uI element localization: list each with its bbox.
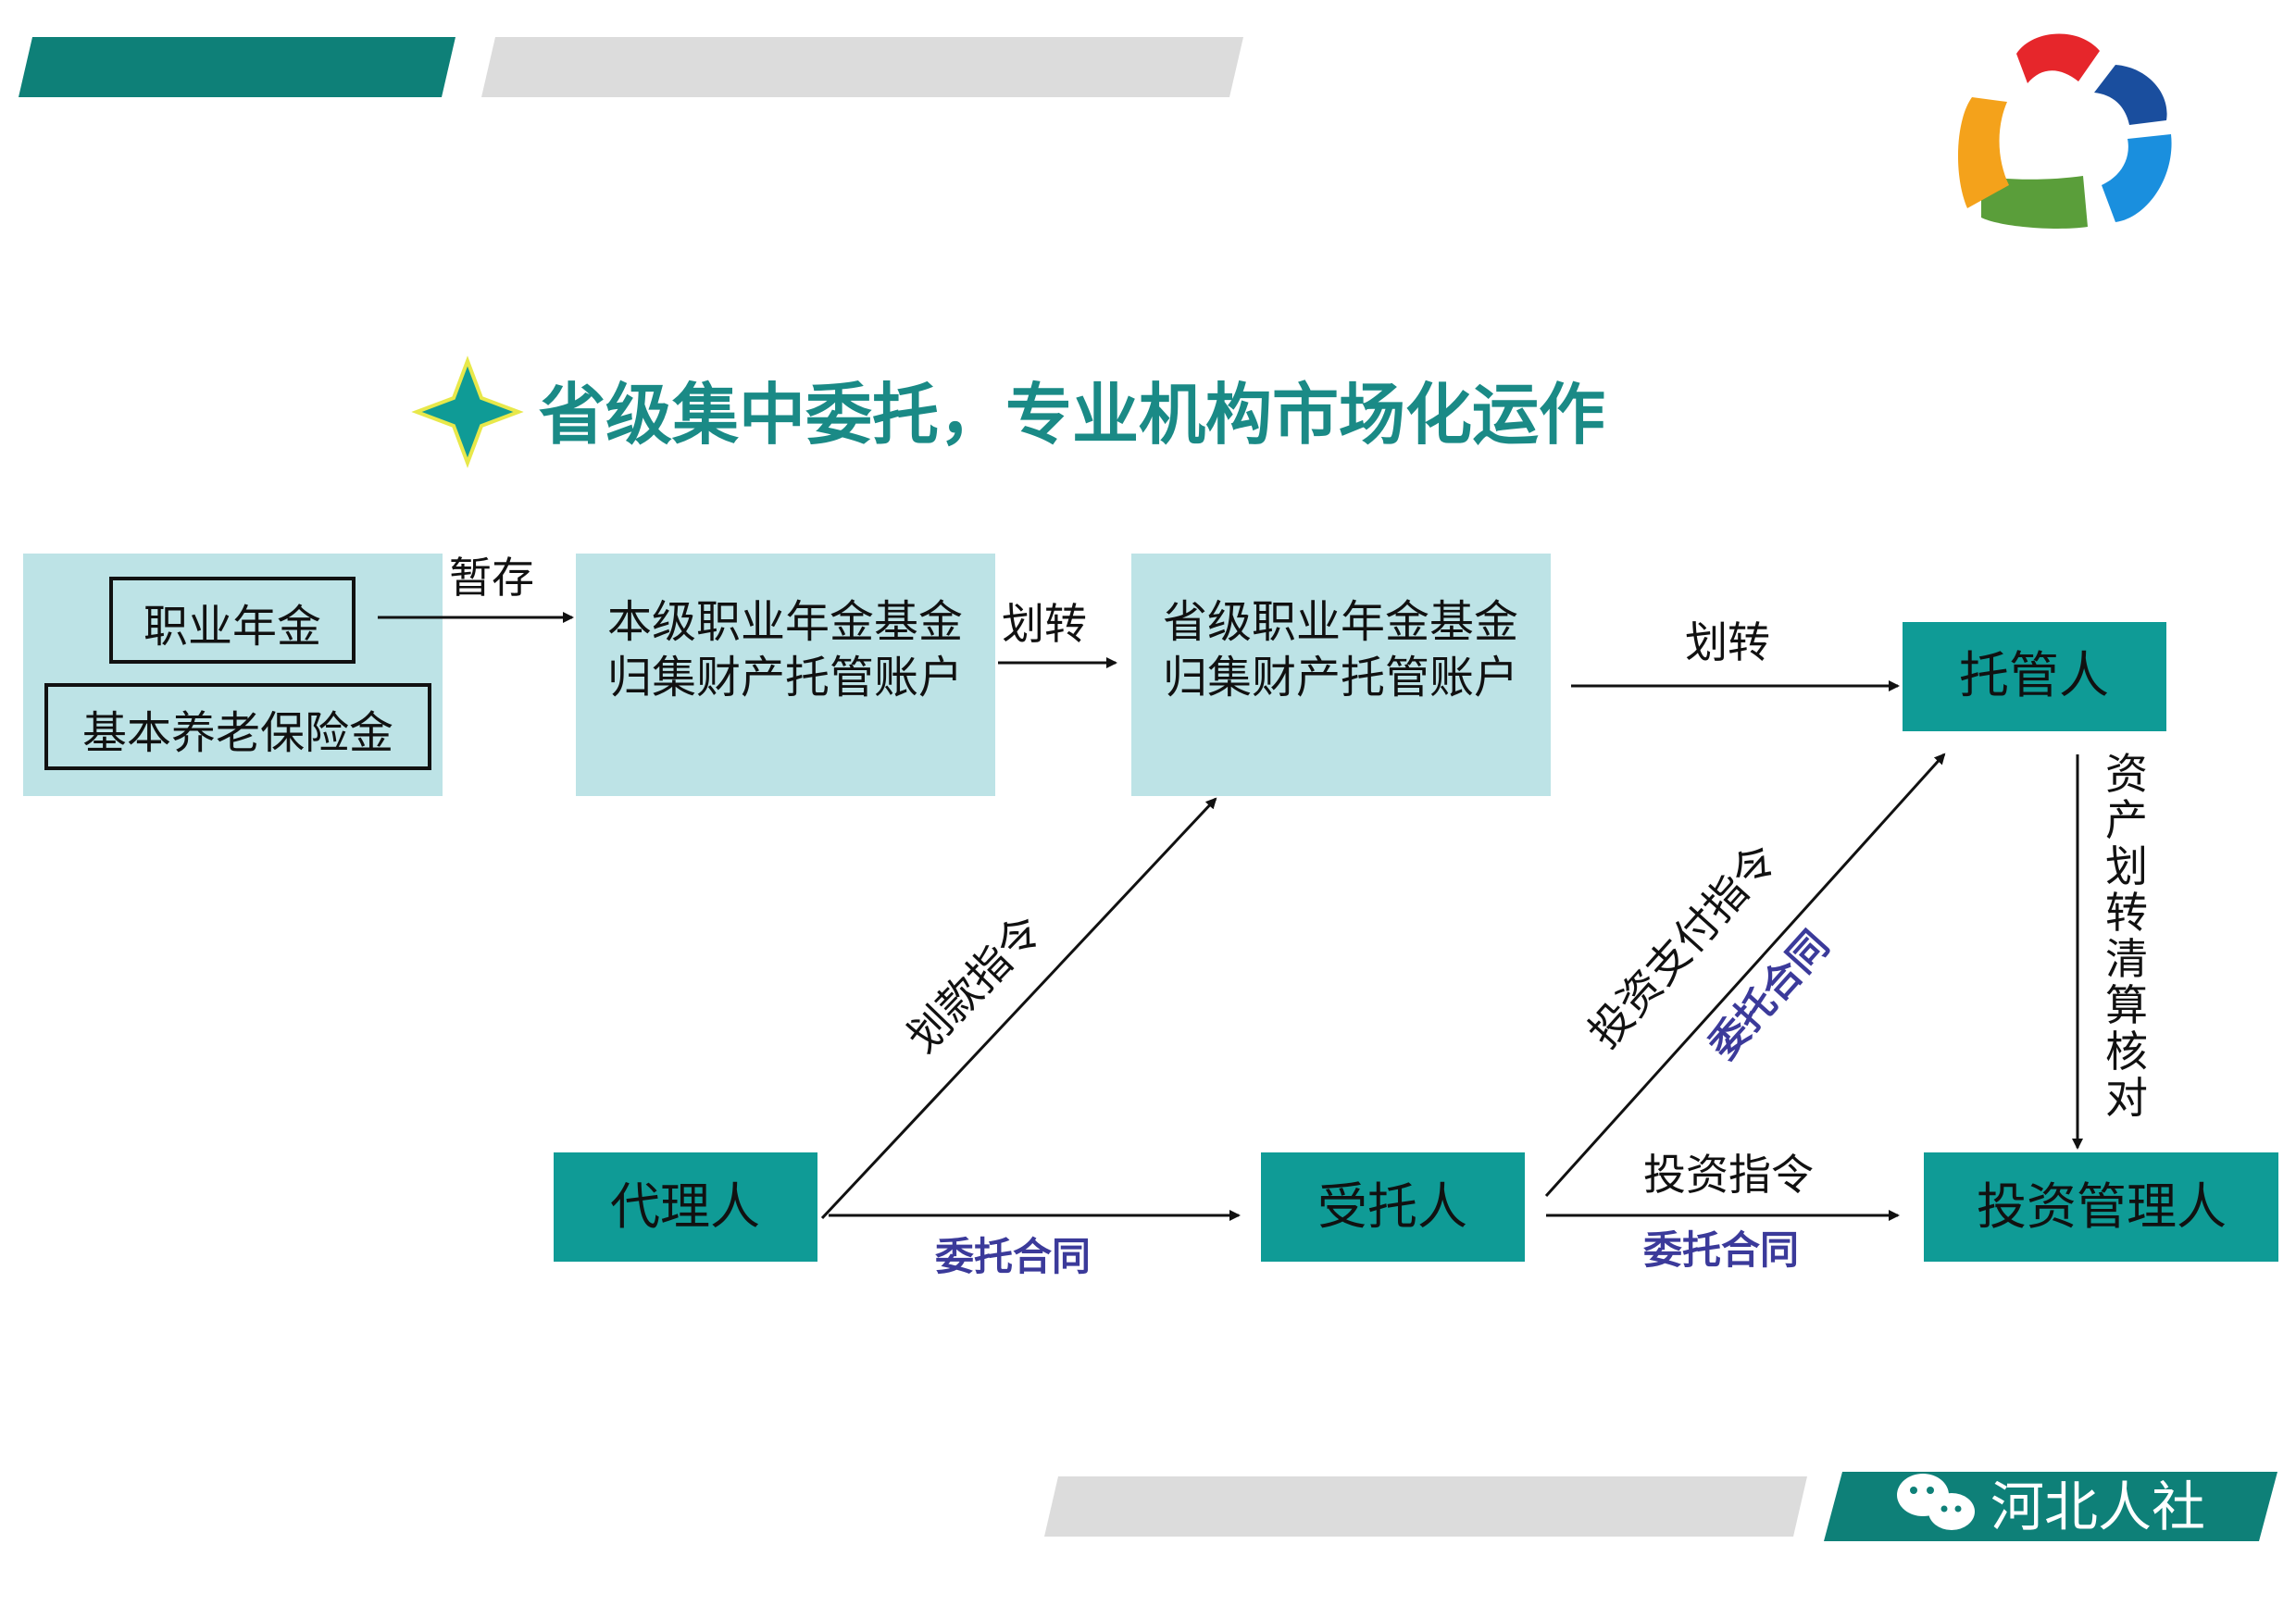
label-entrust-contract-2: 委托合同 [1643, 1227, 1799, 1273]
label-investment-instruction: 投资指令 [1643, 1150, 1814, 1200]
provincial-account-box [1131, 554, 1551, 796]
label-transfer-1: 划转 [1002, 599, 1087, 649]
label-transfer-2: 划转 [1685, 617, 1770, 667]
svg-text:划: 划 [2105, 841, 2148, 891]
svg-text:产: 产 [2105, 795, 2148, 845]
svg-text:对: 对 [2105, 1073, 2148, 1123]
basic-pension-label: 基本养老保险金 [82, 707, 393, 759]
basic-pension-box [44, 683, 431, 770]
label-asset-transfer-check: 资 产 划 转 清 算 核 对 [2105, 749, 2148, 1123]
footer-gray-bar [1044, 1476, 1807, 1537]
logo-icon [1957, 33, 2172, 229]
trustee-label: 受托人 [1317, 1177, 1467, 1236]
label-entrust-contract-diag: 委托合同 [1700, 922, 1838, 1068]
investment-manager-box [1924, 1152, 2278, 1262]
provincial-account-line2: 归集财产托管账户 [1163, 652, 1518, 703]
investment-manager-label: 投资管理人 [1977, 1177, 2227, 1236]
svg-text:核: 核 [2105, 1027, 2148, 1077]
provincial-account-line1: 省级职业年金基金 [1163, 596, 1518, 648]
label-temp-store: 暂存 [449, 553, 534, 603]
agent-box [554, 1152, 817, 1262]
local-account-box [576, 554, 995, 796]
custodian-label: 托管人 [1959, 646, 2109, 704]
svg-text:转: 转 [2105, 888, 2148, 938]
arrow-investment-payment [1544, 753, 1946, 1198]
occupational-annuity-box [109, 577, 356, 664]
label-payment-instruction: 划款指令 [897, 905, 1052, 1063]
header-teal-bar [19, 37, 455, 97]
watermark-text: 河北人社 [1990, 1475, 2205, 1538]
svg-text:清: 清 [2105, 934, 2148, 984]
svg-text:资: 资 [2105, 749, 2148, 799]
label-entrust-contract-1: 委托合同 [935, 1234, 1091, 1279]
local-account-line2: 归集财产托管账户 [607, 652, 963, 703]
agent-label: 代理人 [610, 1177, 760, 1236]
wechat-icon [1897, 1474, 1975, 1530]
occupational-annuity-label: 职业年金 [144, 601, 321, 653]
arrow-payment-instruction [820, 797, 1217, 1220]
source-box [23, 554, 443, 796]
local-account-line1: 本级职业年金基金 [607, 596, 963, 648]
page-title: 省级集中委托，专业机构市场化运作 [539, 376, 1605, 454]
trustee-box [1261, 1152, 1525, 1262]
star-icon [411, 355, 524, 468]
custodian-box [1903, 622, 2166, 731]
header-gray-bar [481, 37, 1243, 97]
svg-text:算: 算 [2105, 980, 2148, 1030]
